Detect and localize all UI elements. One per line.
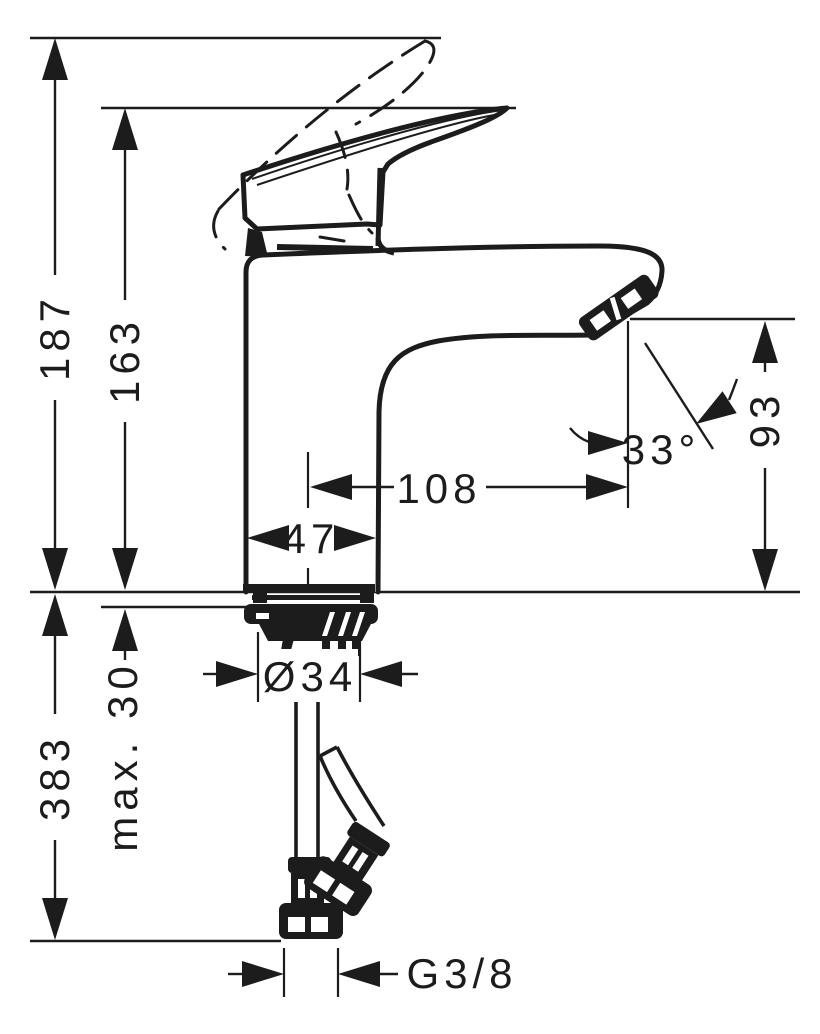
aerator [578, 274, 659, 341]
supply-hose-angled [304, 745, 390, 916]
dim-label-spout-reach: 108 [396, 465, 481, 512]
dim-label-max-deck-thickness: max. 30 [99, 660, 146, 851]
dimension-total-height [42, 38, 68, 590]
dimension-connection-thread [228, 948, 398, 997]
handle-base-cap-line [276, 244, 374, 252]
handle-lever [240, 105, 510, 257]
dimension-outlet-angle [569, 321, 739, 508]
reference-lines [30, 36, 800, 943]
outlet-axis-line [643, 342, 715, 450]
dimension-max-deck-thickness [112, 609, 138, 660]
handle-blade-inner-line [256, 113, 501, 186]
dim-label-outlet-angle: 33° [622, 426, 701, 473]
label-background [262, 649, 358, 702]
dim-label-total-height: 187 [31, 293, 78, 381]
dimension-spout-height [112, 108, 138, 590]
handle-blade-inner-line [251, 109, 504, 180]
dim-label-outlet-height: 93 [741, 390, 788, 449]
dimension-base-width [247, 525, 376, 551]
handle-neck-foot [375, 237, 395, 256]
dimension-labels: 187 163 383 max. 30 93 47 108 Ø34 33° G3… [31, 293, 788, 997]
handle-pivot-wedge [245, 228, 268, 257]
handle-raised-dashed [212, 39, 436, 251]
dimension-spout-reach [306, 452, 628, 590]
dim-label-connection-thread: G3/8 [406, 950, 517, 997]
dim-label-below-deck-length: 383 [31, 733, 78, 821]
dimensions [42, 38, 778, 997]
faucet-body [243, 243, 665, 595]
dim-label-hole-diameter: Ø34 [263, 653, 357, 700]
handle-neck [375, 167, 383, 247]
dim-label-base-width: 47 [283, 515, 340, 562]
dim-label-spout-height: 163 [101, 316, 148, 404]
dimension-hole-diameter [203, 632, 418, 702]
dimension-below-deck-length [42, 594, 68, 940]
dimension-outlet-height [752, 321, 778, 591]
